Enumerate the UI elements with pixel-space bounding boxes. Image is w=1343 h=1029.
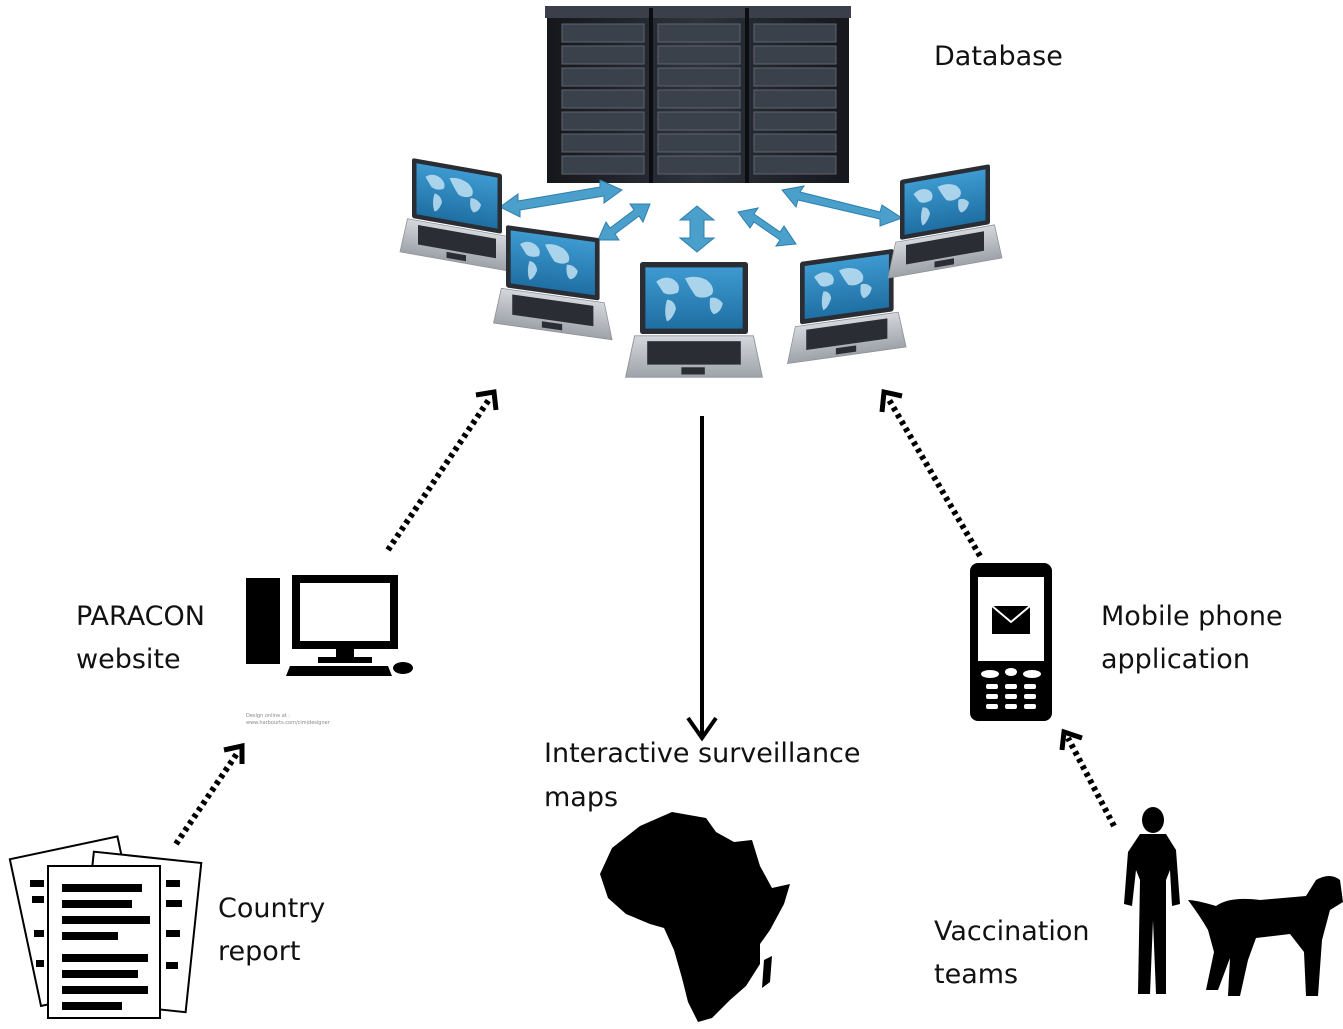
laptop-icon (625, 261, 763, 378)
dotted-arrow-website-to-database (385, 389, 499, 552)
laptop-icon (787, 246, 907, 364)
maps-label-line1: Interactive surveillance (544, 738, 861, 769)
dotted-arrow-phone-to-database (879, 388, 983, 558)
server-rack-icon (545, 6, 851, 183)
dog-silhouette-icon (1188, 876, 1343, 996)
dotted-arrow-report-to-website (173, 742, 245, 846)
mobile-phone-icon (970, 563, 1052, 721)
mobile-label-line1: Mobile phone (1101, 601, 1283, 632)
mobile-label-line2: application (1101, 644, 1250, 675)
vaccination-label-line2: teams (934, 959, 1018, 990)
africa-map-icon (600, 812, 790, 1022)
design-credit-line2: www.harbourts.com/cimidesigner (246, 720, 331, 726)
laptop-icon (399, 155, 515, 273)
laptop-icon (493, 222, 613, 341)
document-stack-icon (8, 835, 203, 1019)
desktop-computer-icon (246, 575, 413, 676)
country-report-label-line1: Country (218, 893, 325, 924)
laptop-icon (887, 161, 1003, 279)
database-label: Database (934, 41, 1063, 72)
person-silhouette-icon (1124, 807, 1180, 994)
country-report-label-line2: report (218, 936, 300, 967)
design-credit-line1: Design online at : (246, 713, 290, 719)
maps-label-line2: maps (544, 782, 618, 813)
paracon-label-line1: PARACON (76, 601, 205, 632)
solid-arrow-database-to-maps (686, 416, 718, 742)
paracon-label-line2: website (76, 644, 181, 675)
vaccination-label-line1: Vaccination (934, 916, 1090, 947)
dotted-arrow-teams-to-phone (1059, 728, 1117, 828)
data-exchange-arrows (499, 179, 904, 253)
